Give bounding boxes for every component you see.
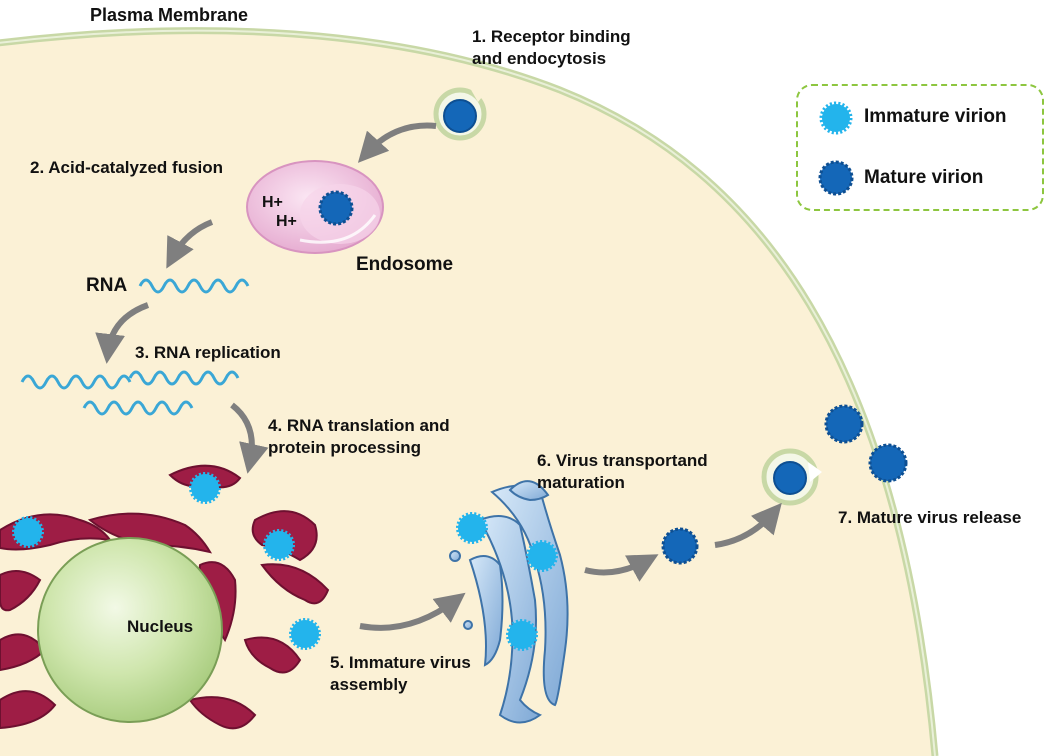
rna-strand [20, 374, 132, 390]
h-plus-label: H+ [276, 213, 297, 230]
arrow-fusion [166, 219, 214, 269]
step1-line1: 1. Receptor binding [472, 27, 631, 46]
step4-label: 4. RNA translation and protein processin… [268, 415, 450, 459]
released-virion [824, 404, 864, 444]
arrow-transport [584, 554, 659, 582]
nucleus-label: Nucleus [127, 617, 194, 636]
endocytosis-pit [433, 87, 487, 141]
legend-mature-icon [818, 160, 854, 196]
h-plus-label: H+ [262, 194, 283, 211]
step1-line2: and endocytosis [472, 49, 607, 68]
cytoplasm [0, 30, 935, 756]
step5-line2: assembly [330, 675, 408, 694]
released-virion [868, 443, 908, 483]
step2-label: 2. Acid-catalyzed fusion [30, 158, 224, 177]
legend-immature-label: Immature virion [864, 106, 1007, 127]
endosome [246, 160, 384, 254]
step5-line1: 5. Immature virus [330, 653, 471, 672]
step6-line2: maturation [537, 473, 625, 492]
immature-virion [456, 512, 488, 544]
endosome-label: Endosome [356, 254, 454, 275]
step6-label: 6. Virus transportand maturation [537, 450, 708, 494]
immature-virion [189, 472, 221, 504]
step6-line1: 6. Virus transportand [537, 451, 708, 470]
arrow-translation [230, 402, 269, 474]
legend [796, 84, 1044, 211]
immature-virion [263, 529, 295, 561]
rna-strand [128, 370, 240, 386]
rna-strand [138, 278, 250, 294]
rna-label: RNA [86, 275, 128, 296]
arrow-replication [95, 302, 150, 364]
step7-label: 7. Mature virus release [838, 508, 1022, 527]
arrow-endocytosis [357, 122, 437, 163]
immature-virion [506, 619, 538, 651]
release-pit [761, 448, 822, 506]
step4-line2: protein processing [268, 438, 422, 457]
step5-label: 5. Immature virus assembly [330, 652, 471, 696]
legend-mature-label: Mature virion [864, 167, 984, 188]
step4-line1: 4. RNA translation and [268, 416, 450, 435]
step3-label: 3. RNA replication [135, 343, 281, 362]
immature-virion [526, 540, 558, 572]
nucleus [37, 537, 223, 723]
step1-label: 1. Receptor binding and endocytosis [472, 26, 631, 70]
arrow-release [714, 502, 782, 548]
legend-immature-icon [819, 101, 853, 135]
arrow-assembly [359, 592, 466, 631]
immature-virion [12, 516, 44, 548]
rna-strand [82, 400, 194, 416]
golgi-apparatus [449, 480, 569, 724]
immature-virion [289, 618, 321, 650]
plasma-membrane-label: Plasma Membrane [90, 5, 249, 25]
mature-virion-transport [661, 527, 699, 565]
